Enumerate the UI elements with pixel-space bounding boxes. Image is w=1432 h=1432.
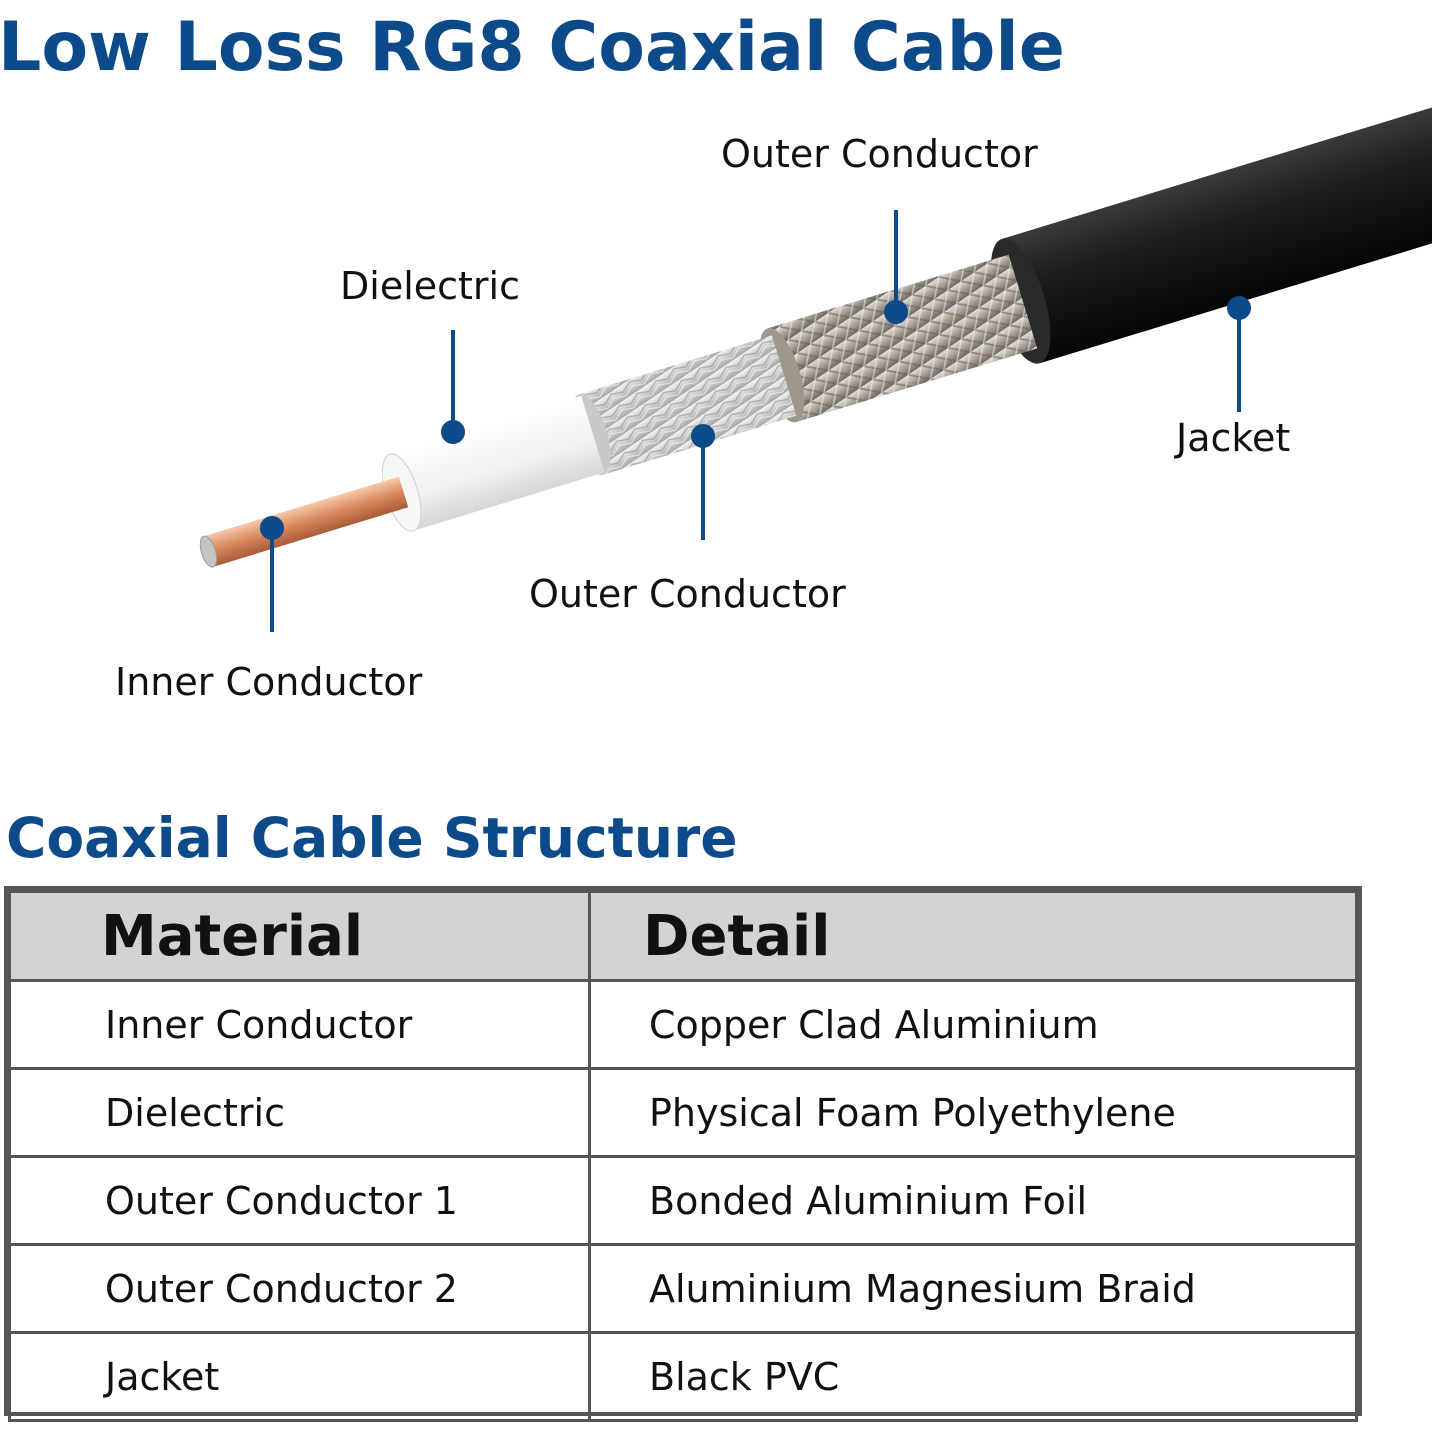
label-outer-conductor-bottom: Outer Conductor [529, 572, 846, 616]
jacket-marker [1227, 296, 1251, 320]
table-row: Inner Conductor Copper Clad Aluminium [8, 979, 1358, 1070]
inner-conductor-marker [260, 516, 284, 540]
cell-detail: Copper Clad Aluminium [588, 979, 1358, 1070]
foil-segment [578, 335, 797, 475]
table-row: Outer Conductor 2 Aluminium Magnesium Br… [8, 1243, 1358, 1334]
cell-detail: Black PVC [588, 1331, 1358, 1422]
structure-title: Coaxial Cable Structure [6, 806, 738, 870]
table-header-row: Material Detail [8, 890, 1358, 982]
cell-material: Outer Conductor 1 [8, 1155, 591, 1246]
cell-detail: Bonded Aluminium Foil [588, 1155, 1358, 1246]
cell-detail: Physical Foam Polyethylene [588, 1067, 1358, 1158]
label-inner-conductor: Inner Conductor [115, 660, 423, 704]
cable-diagram [199, 104, 1432, 632]
table-row: Dielectric Physical Foam Polyethylene [8, 1067, 1358, 1158]
header-material: Material [8, 890, 591, 982]
copper-core [203, 476, 409, 567]
cell-detail: Aluminium Magnesium Braid [588, 1243, 1358, 1334]
cell-material: Inner Conductor [8, 979, 591, 1070]
braid-segment [767, 254, 1038, 423]
label-jacket: Jacket [1176, 416, 1291, 460]
main-title: Low Loss RG8 Coaxial Cable [0, 8, 1065, 87]
jacket-segment [1001, 104, 1432, 364]
outer-conductor-1-marker [691, 424, 715, 448]
table-row: Outer Conductor 1 Bonded Aluminium Foil [8, 1155, 1358, 1246]
label-dielectric: Dielectric [340, 264, 520, 308]
header-detail: Detail [588, 890, 1358, 982]
copper-core-end [199, 535, 218, 568]
dielectric-segment [389, 395, 605, 531]
outer-conductor-2-marker [884, 300, 908, 324]
cell-material: Jacket [8, 1331, 591, 1422]
cell-material: Outer Conductor 2 [8, 1243, 591, 1334]
structure-table: Material Detail Inner Conductor Copper C… [4, 886, 1362, 1422]
table-row: Jacket Black PVC [8, 1331, 1358, 1422]
dielectric-marker [441, 420, 465, 444]
label-outer-conductor-top: Outer Conductor [721, 132, 1038, 176]
cell-material: Dielectric [8, 1067, 591, 1158]
